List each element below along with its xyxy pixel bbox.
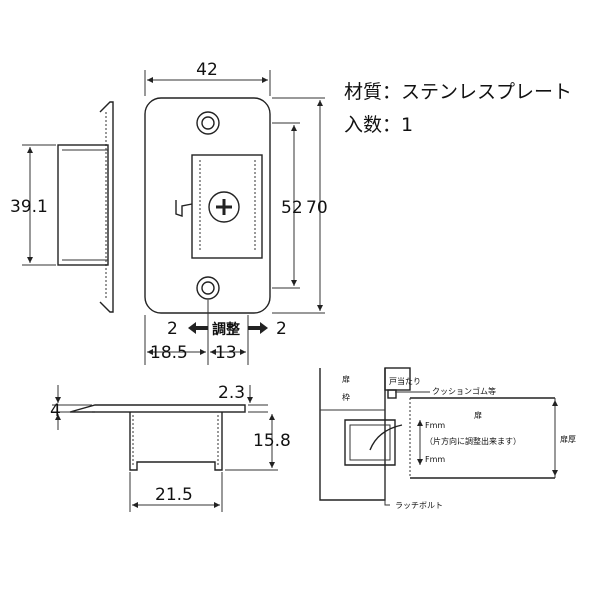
tab bbox=[175, 200, 193, 217]
dim-bottom-width: 21.5 bbox=[155, 485, 193, 505]
dim-adjust-left: 2 bbox=[167, 319, 178, 339]
dim-latch-height: 39.1 bbox=[10, 197, 48, 217]
dim-thickness-left: 4 bbox=[50, 401, 61, 421]
dim-depth: 15.8 bbox=[253, 431, 291, 451]
label-door-thickness: 扉厚 bbox=[560, 434, 576, 444]
dim-plate-inner: 52 bbox=[281, 198, 303, 218]
dim-width: 42 bbox=[196, 60, 218, 80]
dim-adjust-label: 調整 bbox=[212, 321, 241, 338]
spec-quantity: 入数：1 bbox=[344, 114, 413, 136]
label-doorstop: 戸当たり bbox=[389, 376, 421, 386]
label-fmm-top: Fmm bbox=[425, 421, 445, 430]
arrow-left-icon bbox=[188, 322, 208, 334]
label-fmm-bottom: Fmm bbox=[425, 455, 445, 464]
dim-thickness-top: 2.3 bbox=[218, 383, 245, 403]
front-plate bbox=[144, 97, 271, 314]
dim-offset-right: 13 bbox=[215, 343, 237, 363]
screw-hole-top bbox=[196, 111, 220, 135]
label-door: 扉 bbox=[342, 374, 350, 384]
label-frame: 枠 bbox=[342, 392, 350, 402]
spec-material: 材質：ステンレスプレート bbox=[344, 81, 572, 103]
label-door-right: 扉 bbox=[474, 410, 482, 420]
side-profile bbox=[52, 385, 278, 512]
dim-adjust-right: 2 bbox=[276, 319, 287, 339]
screw-hole-bottom bbox=[196, 276, 220, 300]
strike-opening bbox=[191, 154, 263, 259]
install-diagram bbox=[319, 367, 558, 506]
dim-plate-outer: 70 bbox=[306, 198, 328, 218]
dim-offset-left: 18.5 bbox=[150, 343, 188, 363]
label-cushion: クッションゴム等 bbox=[432, 386, 496, 396]
label-latch-bolt: ラッチボルト bbox=[395, 501, 443, 510]
adjustment-screw bbox=[208, 191, 240, 223]
dimension-lines bbox=[22, 70, 325, 365]
label-adjust-note: （片方向に調整出来ます） bbox=[425, 436, 521, 446]
latch-box-side bbox=[57, 101, 114, 313]
arrow-right-icon bbox=[248, 322, 268, 334]
